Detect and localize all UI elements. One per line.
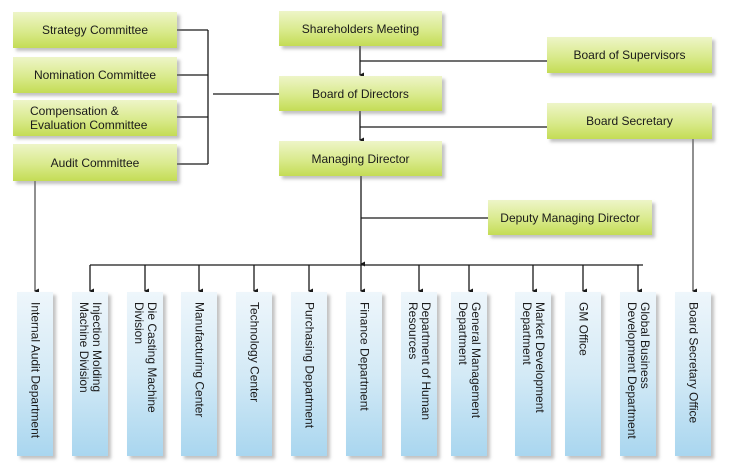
dept-injection-molding: Injection Molding Machine Division xyxy=(72,292,108,456)
dept-gm-office: GM Office xyxy=(565,292,601,456)
dept-board-secretary-office: Board Secretary Office xyxy=(675,292,711,456)
shareholders-meeting-label: Shareholders Meeting xyxy=(301,21,420,36)
board-of-directors-box: Board of Directors xyxy=(279,76,442,111)
board-secretary-label: Board Secretary xyxy=(586,114,673,128)
audit-committee-box: Audit Committee xyxy=(13,144,177,181)
dept-label: Global Business Development Department xyxy=(625,302,652,439)
board-of-supervisors-box: Board of Supervisors xyxy=(547,37,712,73)
managing-director-label: Managing Director xyxy=(311,151,410,166)
dept-label: Injection Molding Machine Division xyxy=(77,302,104,393)
shareholders-meeting-box: Shareholders Meeting xyxy=(279,11,442,46)
dept-label: Internal Audit Department xyxy=(28,302,43,439)
dept-label: General Management Department xyxy=(456,302,483,419)
deputy-managing-director-box: Deputy Managing Director xyxy=(488,200,652,235)
board-of-directors-label: Board of Directors xyxy=(312,86,409,101)
dept-label: Board Secretary Office xyxy=(686,302,701,424)
dept-label: Technology Center xyxy=(247,302,262,403)
strategy-committee-box: Strategy Committee xyxy=(13,12,177,48)
audit-committee-label: Audit Committee xyxy=(50,155,140,170)
dept-manufacturing-center: Manufacturing Center xyxy=(181,292,217,456)
dept-general-management: General Management Department xyxy=(451,292,487,456)
dept-internal-audit: Internal Audit Department xyxy=(17,292,53,456)
dept-purchasing: Purchasing Department xyxy=(291,292,327,456)
dept-label: Manufacturing Center xyxy=(192,302,207,418)
dept-market-development: Market Development Department xyxy=(515,292,551,456)
dept-label: Finance Department xyxy=(357,302,372,411)
dept-die-casting: Die Casting Machine Division xyxy=(127,292,163,456)
nomination-committee-label: Nomination Committee xyxy=(33,68,157,82)
dept-global-business-development: Global Business Development Department xyxy=(620,292,656,456)
dept-finance: Finance Department xyxy=(346,292,382,456)
board-of-supervisors-label: Board of Supervisors xyxy=(573,48,686,62)
dept-human-resources: Department of Human Resources xyxy=(401,292,437,456)
board-secretary-box: Board Secretary xyxy=(547,103,712,139)
managing-director-box: Managing Director xyxy=(279,141,442,176)
nomination-committee-box: Nomination Committee xyxy=(13,57,177,93)
strategy-committee-label: Strategy Committee xyxy=(41,23,149,37)
dept-label: Die Casting Machine Division xyxy=(132,302,159,413)
dept-technology-center: Technology Center xyxy=(236,292,272,456)
compensation-committee-label: Compensation & Evaluation Committee xyxy=(30,104,148,132)
compensation-committee-box: Compensation & Evaluation Committee xyxy=(13,100,177,136)
dept-label: Purchasing Department xyxy=(302,302,317,429)
dept-label: Market Development Department xyxy=(520,302,547,413)
dept-label: Department of Human Resources xyxy=(406,302,433,421)
deputy-managing-director-label: Deputy Managing Director xyxy=(500,210,640,225)
dept-label: GM Office xyxy=(576,302,591,356)
